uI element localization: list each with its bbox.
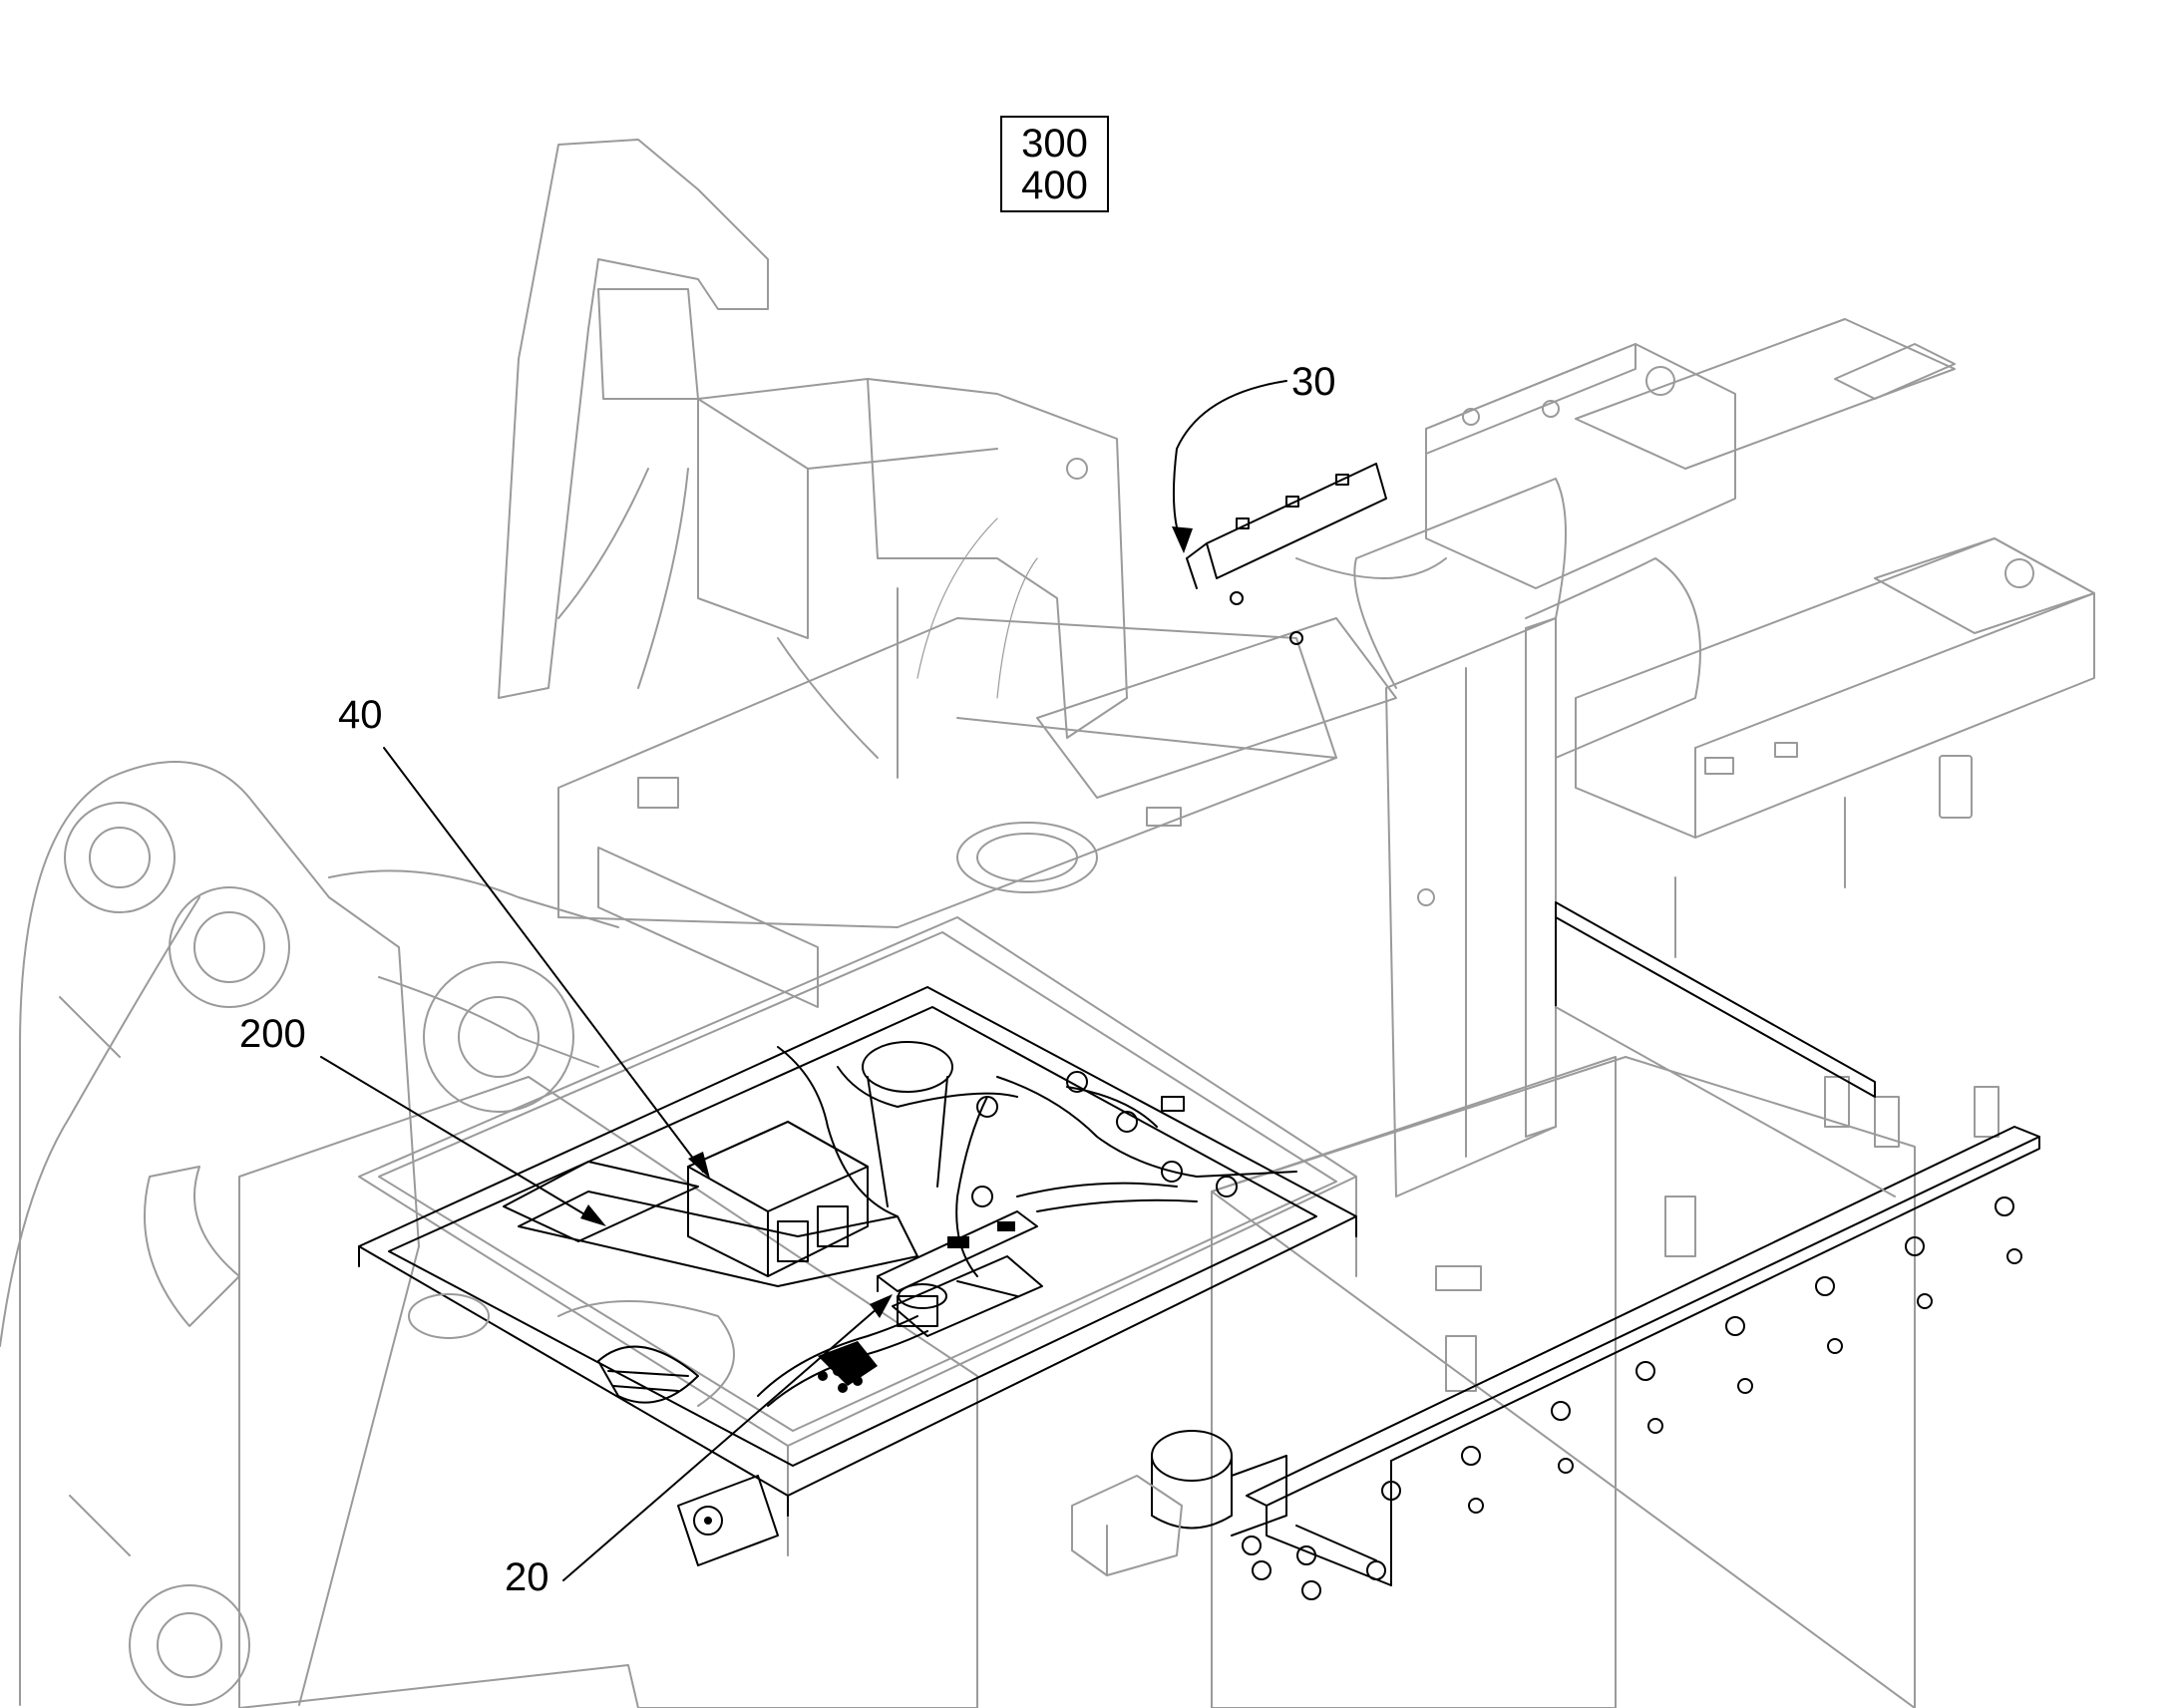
main-housing — [238, 916, 1999, 1708]
reference-number-box: 300 400 — [1000, 116, 1109, 212]
fan-grille — [408, 1293, 735, 1407]
rail-bolts — [1242, 1196, 2022, 1600]
leader-lines — [320, 380, 1287, 1581]
callout-200: 200 — [239, 1012, 306, 1056]
pump-motor — [1071, 1430, 1287, 1576]
center-frame — [557, 617, 1397, 1008]
callout-40: 40 — [338, 693, 383, 737]
module-assembly-20 — [818, 1210, 1043, 1393]
reference-number-300: 300 — [1021, 121, 1088, 166]
wiring-harness — [757, 1046, 1297, 1407]
callout-30: 30 — [1291, 360, 1336, 404]
right-mounting-rail — [1242, 1126, 2040, 1600]
vertical-duct — [1295, 478, 1701, 1197]
callout-20: 20 — [505, 1555, 549, 1599]
reference-number-400: 400 — [1021, 163, 1088, 207]
cab-mount-frame — [498, 139, 1128, 779]
rear-rail — [1555, 901, 1896, 1197]
tray-pedestal — [862, 1041, 953, 1207]
upper-frame-rails — [1425, 318, 2095, 958]
access-plate — [677, 1475, 779, 1566]
control-box-40 — [687, 1121, 869, 1277]
front-loader-frame — [0, 761, 619, 1706]
electrical-tray — [358, 986, 1357, 1517]
duct-top-bracket — [1186, 463, 1387, 645]
